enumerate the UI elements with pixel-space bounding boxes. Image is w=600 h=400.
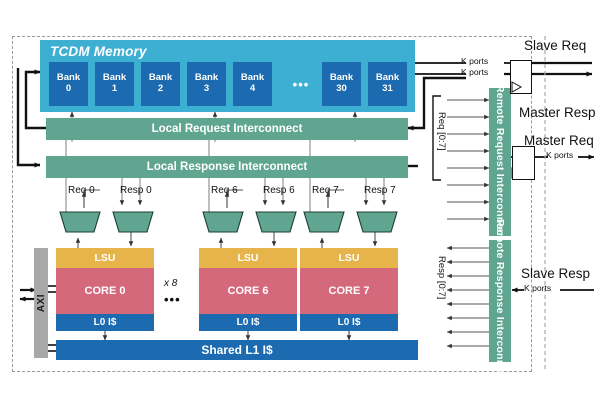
l0-icache-block[interactable]: L0 I$ [300,314,398,331]
bank-index: 4 [249,83,256,94]
bank-index: 1 [111,83,118,94]
port-label-resp-7: Resp 7 [364,185,396,196]
remote-request-interconnect[interactable]: Remote Request Interconnect [489,84,511,240]
remote-request-interconnect-label: Remote Request Interconnect [494,84,506,240]
bank-index: 3 [203,83,210,94]
bank-name: Bank [56,72,81,84]
k-ports-label: K ports [461,56,489,66]
local-response-interconnect[interactable]: Local Response Interconnect [46,156,408,178]
lsu-block[interactable]: LSU [300,248,398,268]
replication-ellipsis: ••• [164,292,181,307]
tcdm-memory-title: TCDM Memory [50,44,147,59]
slave-resp-label: Slave Resp [521,266,591,281]
bank-name: Bank [375,72,400,84]
memory-bank[interactable]: Bank 2 [141,62,180,106]
bank-name: Bank [329,72,354,84]
memory-bank[interactable]: Bank 3 [187,62,226,106]
port-label-req-0: Req 0 [68,185,95,196]
core-block[interactable]: CORE 7 [300,268,398,314]
bank-name: Bank [240,72,265,84]
core-block[interactable]: CORE 6 [199,268,297,314]
master-req-buffer[interactable] [512,146,535,180]
memory-bank[interactable]: Bank 1 [95,62,134,106]
req-bus-label: Req [0:7] [436,112,447,151]
bank-index: 31 [382,83,393,94]
slave-req-label: Slave Req [524,38,587,53]
remote-response-interconnect[interactable]: Remote Response Interconnect [489,219,511,383]
memory-bank[interactable]: Bank 30 [322,62,361,106]
memory-bank[interactable]: Bank 4 [233,62,272,106]
master-resp-label: Master Resp [519,105,596,120]
slave-req-buffer[interactable] [510,60,532,94]
bank-index: 30 [336,83,347,94]
bank-name: Bank [102,72,127,84]
axi-interface-bar[interactable]: AXI [34,248,48,358]
memory-bank[interactable]: Bank 0 [49,62,88,106]
resp-bus-label: Resp [0:7] [436,256,447,300]
core-block[interactable]: CORE 0 [56,268,154,314]
port-label-resp-6: Resp 6 [263,185,295,196]
shared-l1-icache[interactable]: Shared L1 I$ [56,340,418,360]
remote-response-interconnect-label: Remote Response Interconnect [494,219,506,383]
port-label-req-7: Req 7 [312,185,339,196]
k-ports-label: K ports [546,150,574,160]
bank-index: 2 [157,83,164,94]
cluster-boundary [12,36,532,372]
bank-name: Bank [194,72,219,84]
local-request-interconnect[interactable]: Local Request Interconnect [46,118,408,140]
lsu-block[interactable]: LSU [199,248,297,268]
k-ports-label: K ports [461,67,489,77]
axi-label: AXI [35,293,47,313]
master-req-label: Master Req [524,133,594,148]
bank-ellipsis: ••• [292,76,310,92]
memory-bank[interactable]: Bank 31 [368,62,407,106]
port-label-resp-0: Resp 0 [120,185,152,196]
k-ports-label: K ports [524,283,552,293]
bank-name: Bank [148,72,173,84]
port-label-req-6: Req 6 [211,185,238,196]
l0-icache-block[interactable]: L0 I$ [56,314,154,331]
bank-index: 0 [65,83,72,94]
replication-multiplier: x 8 [164,278,178,289]
l0-icache-block[interactable]: L0 I$ [199,314,297,331]
lsu-block[interactable]: LSU [56,248,154,268]
